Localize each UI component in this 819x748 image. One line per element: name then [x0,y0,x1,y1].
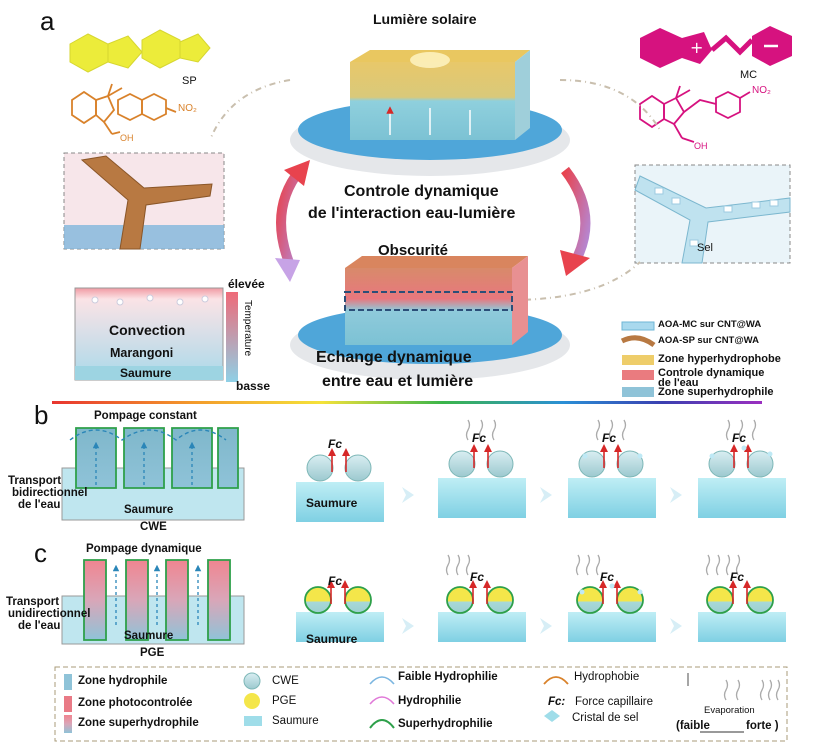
pge-tank [61,559,245,645]
legend-hydrophobie: Hydrophobie [574,671,640,683]
sp-label: SP [182,75,197,87]
temperature-bar [226,292,238,382]
no2-right: NO₂ [752,85,771,96]
legend-a-icons [620,321,656,397]
c-fc-1: Fc [328,574,343,588]
rainbow-divider [52,401,762,404]
legend-saumure: Saumure [272,715,319,727]
c-fc-3: Fc [600,570,615,584]
b-fc-3: Fc [602,431,617,445]
b-fc-2: Fc [472,431,487,445]
exchange-line2: entre eau et lumière [322,373,474,390]
b-fc-1: Fc [328,437,343,451]
legend-a-item-2: Zone hyperhydrophobe [658,353,781,365]
legend-fc-text: Force capillaire [575,696,653,708]
center-title-line2: de l'interaction eau-lumière [308,205,516,222]
legend-superhydrophilie: Superhydrophilie [398,718,493,730]
temperature-axis-label: Temperature [242,300,253,357]
c-saumure-seq: Saumure [306,632,358,646]
b-saumure-seq: Saumure [306,496,358,510]
b-cwe-label: CWE [140,521,167,533]
oh-left: OH [120,133,134,143]
c-transport-2: unidirectionnel [8,608,91,620]
b-transport-3: de l'eau [18,499,61,511]
panel-label-a: a [40,6,55,36]
panel-label-b: b [34,400,49,430]
dark-label: Obscurité [378,242,449,259]
no2-left: NO₂ [178,103,197,114]
cwe-tank [61,427,245,521]
temp-high-label: élevée [228,277,265,291]
c-fc-2: Fc [470,570,485,584]
panel-label-c: c [34,538,47,568]
legend-hydrophile: Zone hydrophile [78,675,168,687]
c-pumping-label: Pompage dynamique [86,543,202,555]
sun-label: Lumière solaire [373,11,477,27]
b-transport-1: Transport [8,475,62,487]
c-transport-3: de l'eau [18,620,61,632]
convection-box [74,287,224,381]
c-pge-label: PGE [140,647,165,659]
legend-evaporation: Evaporation [704,705,755,716]
legend-a-item-1: AOA-SP sur CNT@WA [658,335,759,346]
mc-structure [639,85,751,143]
center-title-line1: Controle dynamique [344,183,499,200]
legend-photocontrolee: Zone photocontrolée [78,697,193,709]
mc-molecule-shape: + [640,26,792,68]
convection-label: Convection [109,322,186,338]
mc-label: MC [740,69,758,81]
legend-forte: forte ) [746,720,779,732]
sel-label: Sel [697,242,713,254]
cwe-sequence [296,419,786,522]
b-fc-4: Fc [732,431,747,445]
dash-arc-bottom [509,261,641,301]
legend-pge: PGE [272,695,297,707]
sp-molecule-shape [69,29,211,73]
temp-low-label: basse [236,379,271,393]
dash-arc-left [209,79,291,141]
b-transport-2: bidirectionnel [12,487,88,499]
legend-a-item-4: Zone superhydrophile [658,386,774,398]
c-saumure-tank: Saumure [124,630,174,642]
c-fc-4: Fc [730,570,745,584]
c-transport-1: Transport [6,596,60,608]
marangoni-label: Marangoni [110,346,174,360]
sp-structure [71,83,177,135]
exchange-line1: Echange dynamique [316,349,472,366]
fiber-image-sp [63,152,225,250]
b-saumure-tank: Saumure [124,504,174,516]
fiber-image-mc [634,164,791,264]
legend-fc-key: Fc: [548,696,566,708]
bottom-legend-icons [54,666,788,742]
cycle-arrow-right [561,166,591,265]
saumure-label-a: Saumure [120,366,172,380]
pge-sequence [296,554,786,642]
b-pumping-label: Pompage constant [94,410,197,422]
legend-faible: (faible [676,720,710,732]
legend-faible-hydrophilie: Faible Hydrophilie [398,671,498,683]
sun-basin [290,50,570,176]
dash-arc-right [559,79,661,131]
legend-cristal: Cristal de sel [572,712,639,724]
oh-right: OH [694,141,708,151]
cycle-arrow-left [276,166,304,267]
legend-a-item-3: Controle dynamique de l'eau [658,367,765,389]
legend-hydrophilie: Hydrophilie [398,695,462,707]
legend-superhydrophile-zone: Zone superhydrophile [78,717,199,729]
legend-cwe: CWE [272,675,299,687]
legend-a-item-0: AOA-MC sur CNT@WA [658,319,762,330]
svg-text:+: + [690,38,703,57]
dark-basin [290,256,570,380]
